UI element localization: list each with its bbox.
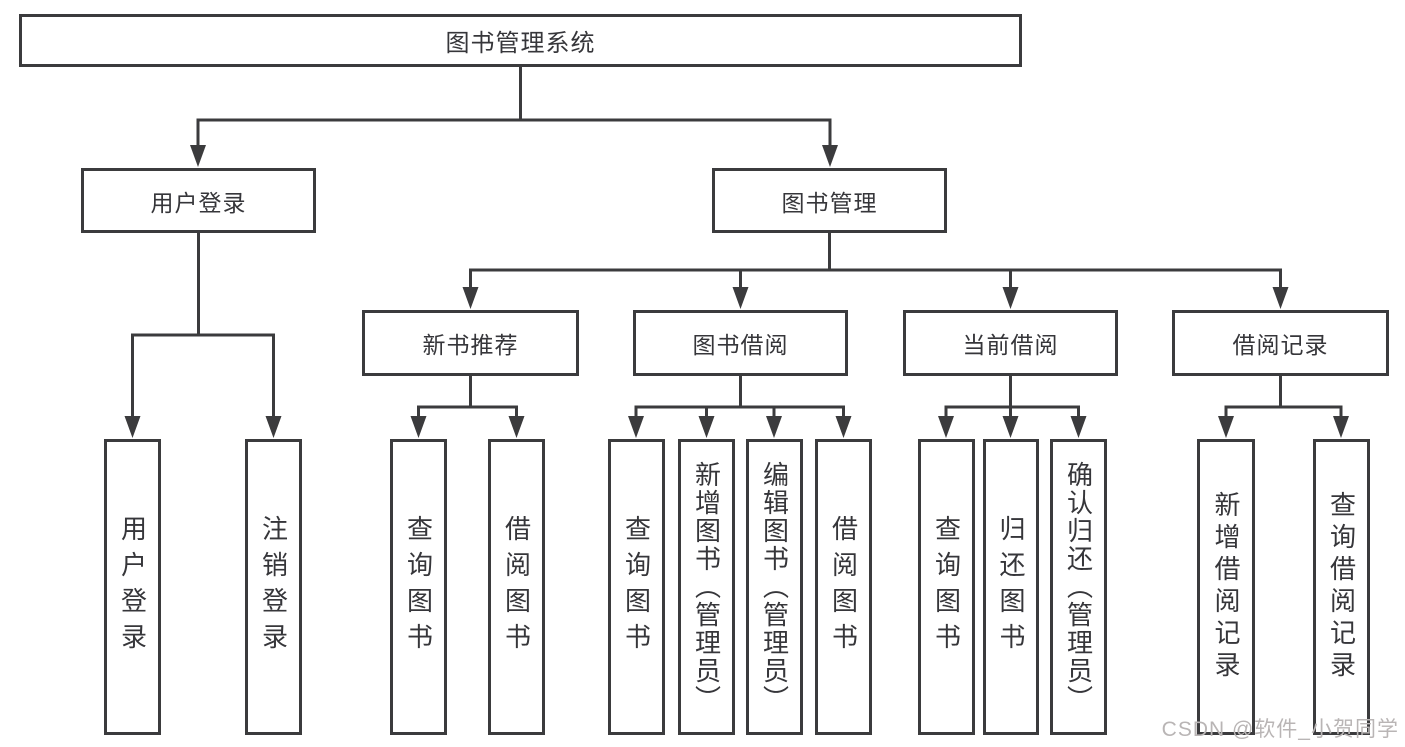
leaf-user-login: 用户登录 (104, 439, 161, 735)
connector-book-mgmt-to-level3 (462, 233, 1289, 309)
node-current-borrow: 当前借阅 (903, 310, 1118, 376)
leaf-label: 归还图书 (996, 515, 1026, 659)
csdn-watermark: CSDN @软件_小贺同学 (1161, 718, 1399, 741)
leaf-current-query: 查询图书 (918, 439, 975, 735)
leaf-return-book: 归还图书 (983, 439, 1039, 735)
connector-new-book-to-leaves (410, 375, 525, 438)
node-label: 新书推荐 (422, 332, 519, 358)
node-label: 图书借阅 (692, 332, 789, 358)
leaf-label: 新增借阅记录 (1211, 491, 1241, 683)
leaf-label: 查询借阅记录 (1326, 491, 1357, 683)
leaf-query-borrow-record: 查询借阅记录 (1313, 439, 1370, 735)
leaf-label: 查询图书 (403, 515, 434, 659)
node-label: 用户登录 (150, 189, 247, 216)
leaf-borrow-book: 借阅图书 (815, 439, 872, 735)
leaf-borrow-query: 查询图书 (608, 439, 665, 735)
node-borrow-record: 借阅记录 (1172, 310, 1389, 376)
leaf-label: 注销登录 (258, 515, 289, 659)
leaf-label: 查询图书 (931, 515, 962, 659)
leaf-borrow-edit-book-admin: 编辑图书（管理员） (746, 439, 803, 735)
leaf-borrow-add-book-admin: 新增图书（管理员） (678, 439, 735, 735)
leaf-label: 用户登录 (117, 515, 148, 659)
node-label: 图书管理系统 (445, 30, 596, 57)
leaf-label: 借阅图书 (501, 515, 532, 659)
connector-current-borrow-to-leaves (938, 375, 1087, 438)
leaf-newbook-query: 查询图书 (390, 439, 447, 735)
leaf-logout: 注销登录 (245, 439, 302, 735)
leaf-label: 查询图书 (621, 515, 652, 659)
node-label: 借阅记录 (1232, 332, 1329, 358)
node-label: 图书管理 (781, 189, 878, 216)
leaf-newbook-borrow: 借阅图书 (488, 439, 545, 735)
node-label: 当前借阅 (962, 332, 1059, 358)
node-new-book-recommend: 新书推荐 (362, 310, 579, 376)
connector-user-login-to-leaves (124, 233, 282, 438)
connector-book-borrow-to-leaves (628, 375, 852, 438)
leaf-label: 确认归还（管理员） (1063, 461, 1094, 713)
leaf-label: 编辑图书（管理员） (759, 461, 790, 713)
leaf-label: 新增图书（管理员） (691, 461, 722, 713)
node-book-management: 图书管理 (712, 168, 947, 233)
leaf-add-borrow-record: 新增借阅记录 (1197, 439, 1255, 735)
node-user-login: 用户登录 (81, 168, 316, 233)
node-book-borrow: 图书借阅 (633, 310, 848, 376)
leaf-label: 借阅图书 (828, 515, 859, 659)
connector-root-to-level2 (190, 67, 838, 167)
leaf-confirm-return-admin: 确认归还（管理员） (1050, 439, 1107, 735)
connector-borrow-record-to-leaves (1218, 375, 1349, 438)
node-library-system: 图书管理系统 (19, 14, 1022, 67)
